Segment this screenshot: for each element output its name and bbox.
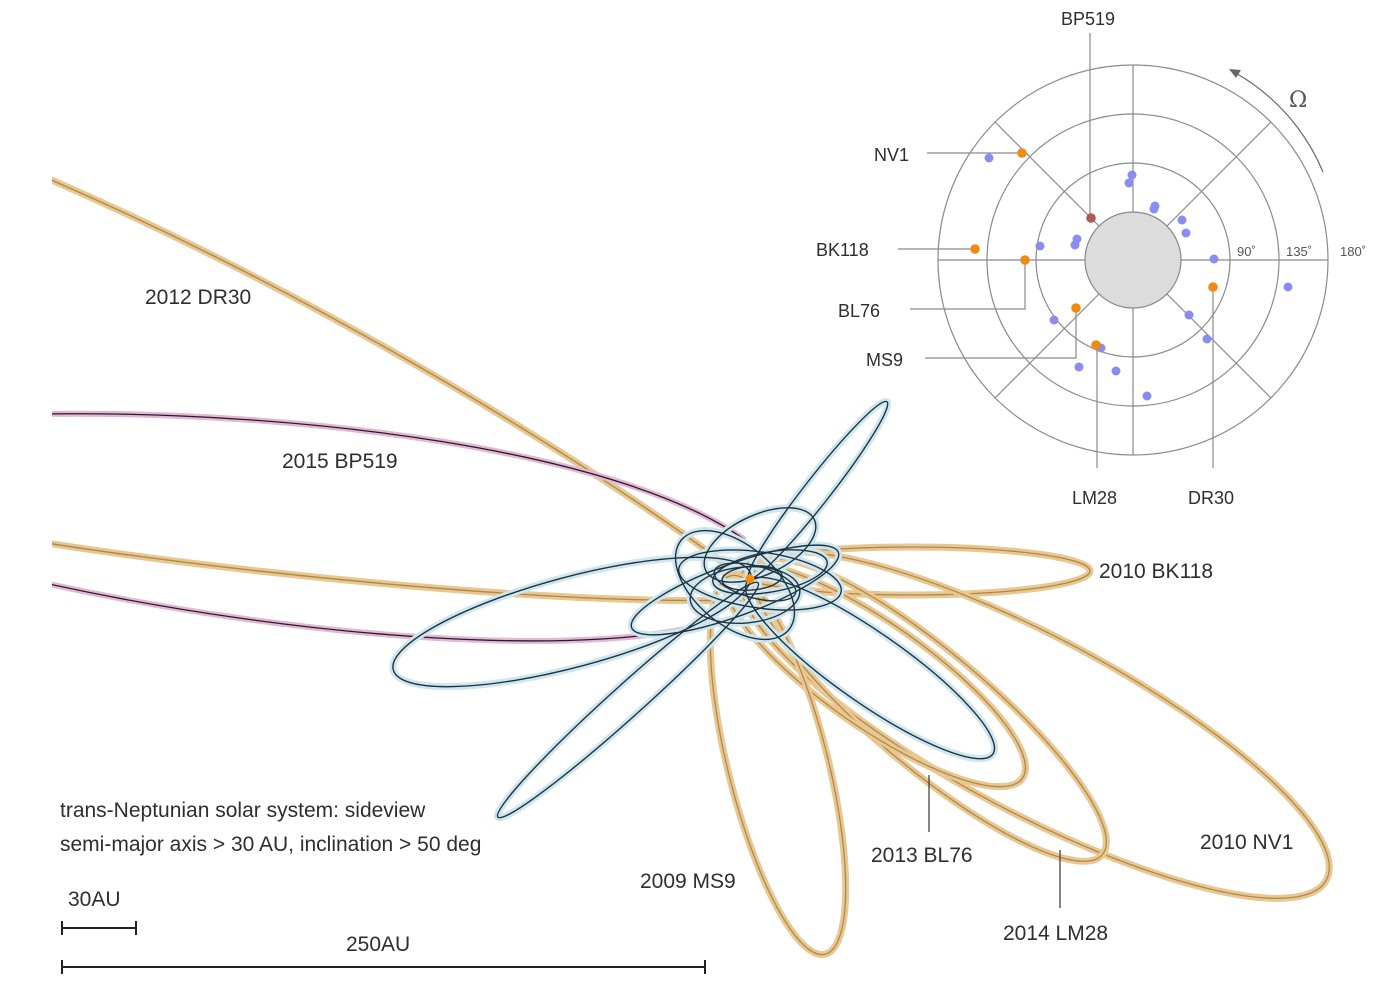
orbit-group bbox=[52, 176, 1333, 959]
scale-bar-30au: 30AU bbox=[61, 888, 137, 935]
label-2010-nv1: 2010 NV1 bbox=[1200, 831, 1293, 854]
point-bp519 bbox=[1086, 213, 1096, 223]
point-ms9 bbox=[1071, 303, 1081, 313]
orbit-2009-ms9 bbox=[706, 571, 850, 959]
scale-bar-250au-label: 250AU bbox=[346, 933, 410, 956]
ring-label-90: 90˚ bbox=[1237, 244, 1256, 259]
caption-line-2: semi-major axis > 30 AU, inclination > 5… bbox=[60, 833, 481, 856]
polar-label-nv1: NV1 bbox=[874, 145, 909, 165]
caption-line-1: trans-Neptunian solar system: sideview bbox=[60, 799, 426, 822]
polar-grid bbox=[937, 64, 1329, 456]
omega-arrowhead-icon bbox=[1229, 69, 1241, 78]
orbit-2015-bp519 bbox=[52, 410, 747, 644]
polar-orange-points bbox=[970, 148, 1218, 350]
scale-bar-250au: 250AU bbox=[61, 933, 706, 974]
omega-symbol: Ω bbox=[1289, 88, 1307, 113]
point-bk118 bbox=[970, 244, 980, 254]
polar-blue-points bbox=[984, 153, 1293, 401]
ring-label-135: 135˚ bbox=[1286, 244, 1312, 259]
point-nv1 bbox=[1017, 148, 1027, 158]
orbit-2012-dr30 bbox=[52, 176, 746, 605]
polar-label-dr30: DR30 bbox=[1188, 488, 1234, 508]
label-2013-bl76: 2013 BL76 bbox=[871, 844, 973, 867]
ring-label-180: 180˚ bbox=[1340, 244, 1366, 259]
polar-label-bl76: BL76 bbox=[838, 301, 880, 321]
omega-direction-arrow bbox=[1233, 71, 1324, 173]
polar-label-lm28: LM28 bbox=[1072, 488, 1117, 508]
point-bl76 bbox=[1020, 255, 1030, 265]
label-2015-bp519: 2015 BP519 bbox=[282, 450, 398, 473]
scale-bar-30au-label: 30AU bbox=[68, 888, 121, 911]
polar-callout-lines bbox=[898, 152, 1214, 468]
polar-inset: BP519 NV1 BK118 BL76 MS9 LM28 DR30 90˚ 1… bbox=[816, 9, 1366, 508]
polar-label-bk118: BK118 bbox=[816, 240, 869, 260]
polar-center-disk bbox=[1084, 211, 1182, 309]
label-2010-bk118: 2010 BK118 bbox=[1099, 560, 1213, 583]
point-lm28 bbox=[1091, 340, 1101, 350]
label-2009-ms9: 2009 MS9 bbox=[640, 870, 736, 893]
polar-label-ms9: MS9 bbox=[866, 350, 903, 370]
label-2012-dr30: 2012 DR30 bbox=[145, 286, 251, 309]
label-2014-lm28: 2014 LM28 bbox=[1003, 922, 1108, 945]
sun-marker bbox=[745, 574, 755, 584]
point-dr30 bbox=[1208, 282, 1218, 292]
polar-label-bp519: BP519 bbox=[1061, 9, 1115, 29]
